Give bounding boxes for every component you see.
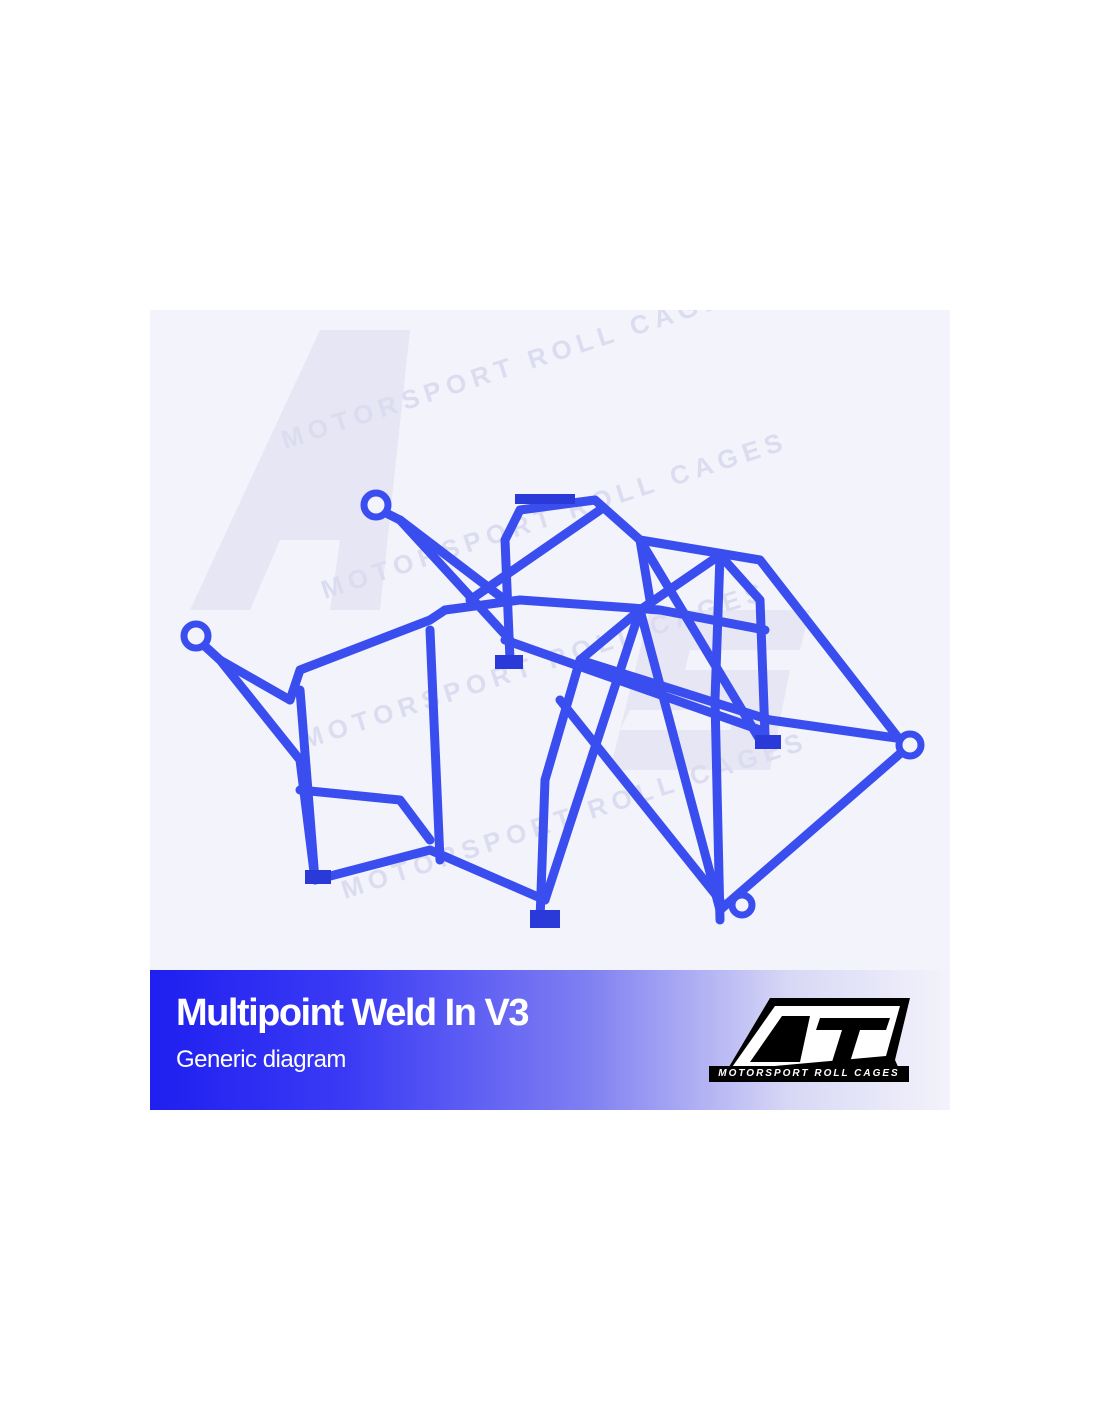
logo-tagline: MOTORSPORT ROLL CAGES bbox=[709, 1066, 909, 1082]
product-title: Multipoint Weld In V3 bbox=[176, 992, 530, 1034]
product-image: MOTORSPORT ROLL CAGES MOTORSPORT ROLL CA… bbox=[150, 310, 950, 1110]
watermark-logo bbox=[190, 330, 410, 610]
ast-logo bbox=[720, 998, 910, 1082]
product-banner: Multipoint Weld In V3 Generic diagram MO… bbox=[150, 970, 950, 1110]
roll-cage-diagram bbox=[180, 489, 925, 928]
product-subtitle: Generic diagram bbox=[176, 1046, 346, 1073]
